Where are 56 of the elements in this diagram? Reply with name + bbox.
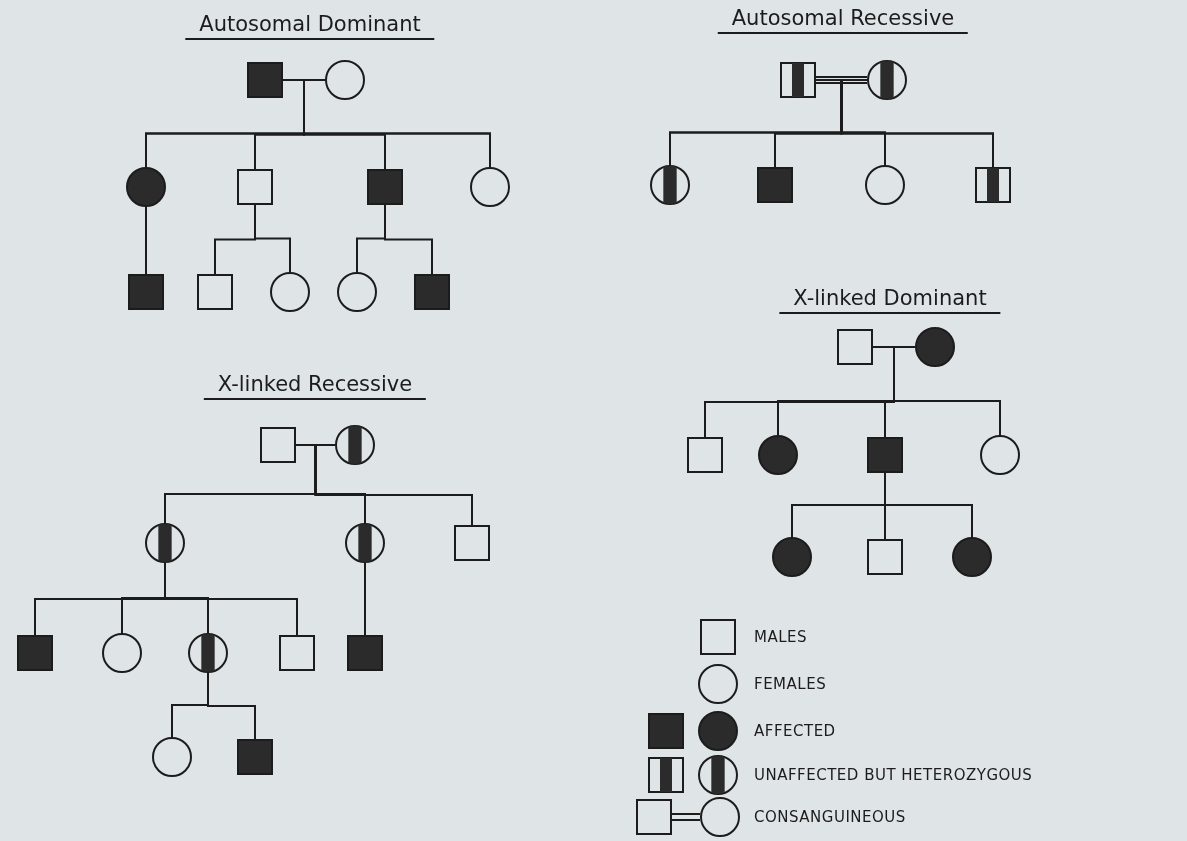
legend-label: AFFECTED xyxy=(754,722,836,740)
descent-line xyxy=(884,472,973,538)
pedigree-title: X-linked Recessive xyxy=(203,372,427,400)
pedigree-circle xyxy=(270,272,310,312)
pedigree-square xyxy=(757,167,793,203)
pedigree-circle xyxy=(325,60,365,100)
descent-line xyxy=(254,204,291,273)
pedigree-circle xyxy=(867,60,907,100)
pedigree-circle xyxy=(470,167,510,207)
pedigree-circle xyxy=(650,165,690,205)
pedigree-square xyxy=(867,539,903,575)
descent-line xyxy=(384,204,433,275)
pedigree-square xyxy=(128,274,164,310)
pedigree-square xyxy=(975,167,1011,203)
pedigree-circle xyxy=(345,523,385,563)
legend-label: CONSANGUINEOUS xyxy=(754,808,906,826)
pedigree-circle xyxy=(865,165,905,205)
pedigree-circle xyxy=(188,633,228,673)
pedigree-square xyxy=(454,525,490,561)
legend-label: UNAFFECTED BUT HETEROZYGOUS xyxy=(754,766,1033,784)
pedigree-square xyxy=(17,635,53,671)
descent-line xyxy=(207,672,256,740)
pedigree-square xyxy=(197,274,233,310)
descent-line xyxy=(893,346,1001,436)
descent-line xyxy=(145,206,147,275)
pedigree-square xyxy=(867,437,903,473)
pedigree-square xyxy=(247,62,283,98)
pedigree-square xyxy=(260,427,296,463)
pedigree-title: Autosomal Recessive xyxy=(717,6,969,34)
pedigree-square xyxy=(687,437,723,473)
pedigree-square xyxy=(347,635,383,671)
pedigree-square xyxy=(367,169,403,205)
pedigree-square xyxy=(780,62,816,98)
pedigree-square xyxy=(279,635,315,671)
pedigree-circle xyxy=(126,167,166,207)
pedigree-circle xyxy=(915,327,955,367)
pedigree-circle xyxy=(145,523,185,563)
descent-line xyxy=(364,562,366,636)
descent-line xyxy=(164,562,298,636)
legend-label: MALES xyxy=(754,628,808,646)
legend-label: FEMALES xyxy=(754,675,827,693)
pedigree-square xyxy=(837,329,873,365)
pedigree-circle xyxy=(758,435,798,475)
pedigree-circle xyxy=(337,272,377,312)
pedigree-circle xyxy=(952,537,992,577)
pedigree-square xyxy=(237,169,273,205)
pedigree-square xyxy=(237,739,273,775)
pedigree-circle xyxy=(772,537,812,577)
pedigree-circle xyxy=(152,737,192,777)
pedigree-square xyxy=(414,274,450,310)
pedigree-circle xyxy=(102,633,142,673)
pedigree-title: X-linked Dominant xyxy=(779,286,1001,314)
pedigree-title: Autosomal Dominant xyxy=(185,12,435,40)
consanguineous-mating-line xyxy=(815,76,868,84)
pedigree-circle xyxy=(335,425,375,465)
pedigree-circle xyxy=(980,435,1020,475)
